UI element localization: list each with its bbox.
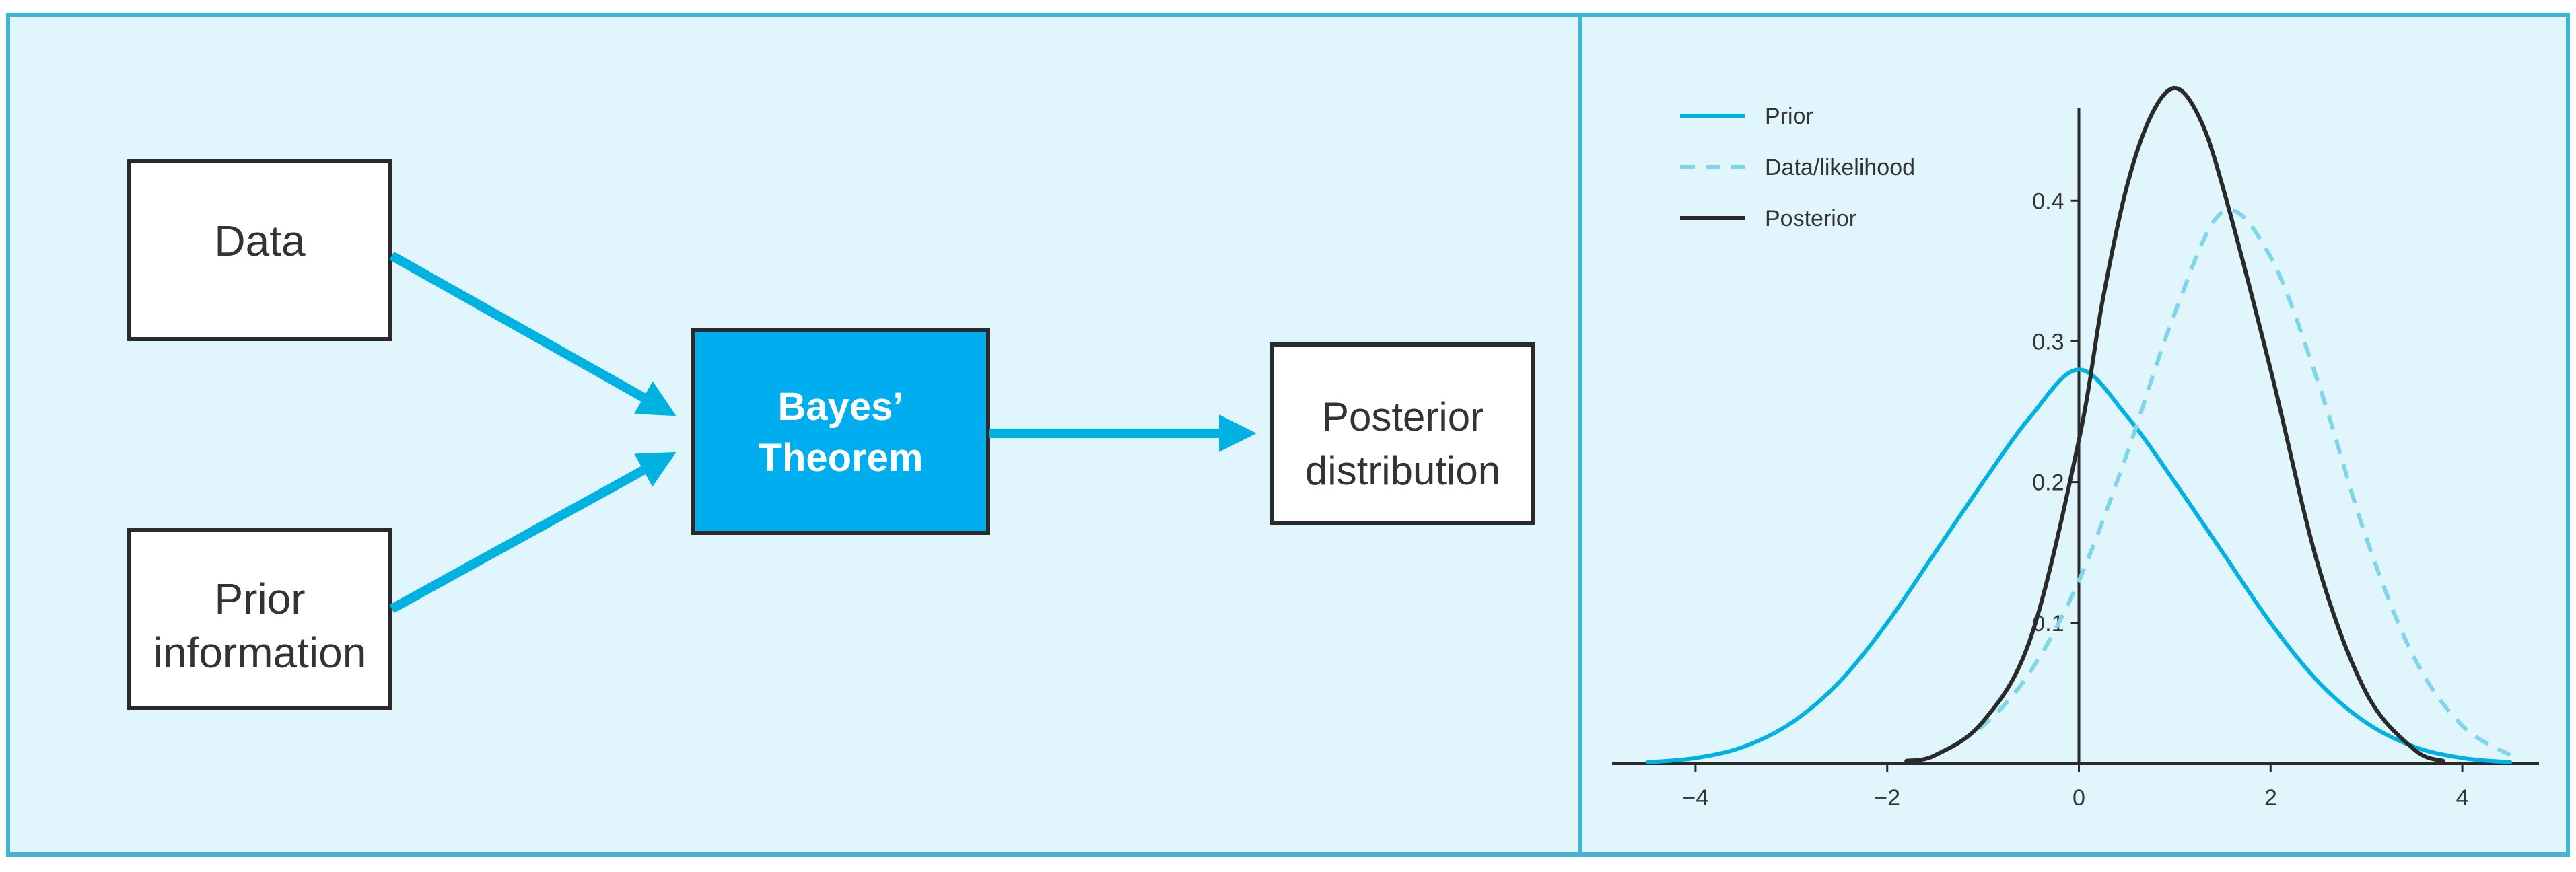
arrow-data-to-theorem — [389, 251, 676, 416]
y-tick-label: 0.2 — [2032, 470, 2064, 496]
flow-diagram-panel: Data Prior information Bayes’ Theorem Post… — [6, 13, 1582, 857]
bayes-theorem-box-label: Bayes’ Theorem — [759, 385, 924, 480]
likelihood-curve — [1934, 208, 2511, 758]
label-line: information — [153, 628, 367, 677]
data-box — [127, 159, 392, 341]
y-tick-label: 0.4 — [2032, 188, 2064, 214]
prior-curve — [1645, 367, 2513, 764]
label-line: distribution — [1305, 448, 1500, 493]
x-tick-label: 0 — [2073, 785, 2085, 811]
data-box-label: Data — [214, 217, 306, 265]
prior-information-box-label: Prior information — [153, 575, 367, 677]
prior-information-box — [127, 528, 392, 710]
x-tick-label: 4 — [2456, 785, 2469, 811]
x-tick-label: −4 — [1683, 785, 1709, 811]
label-line: Posterior — [1322, 394, 1484, 439]
legend-label: Prior — [1765, 104, 1813, 129]
label-line: Bayes’ — [777, 385, 903, 429]
label-line: Data — [214, 217, 306, 265]
legend-label: Data/likelihood — [1765, 155, 1915, 180]
posterior-distribution-box-label: Posterior distribution — [1305, 394, 1500, 493]
legend-label: Posterior — [1765, 206, 1856, 231]
label-line: Theorem — [759, 436, 924, 480]
y-tick-label: 0.3 — [2032, 329, 2064, 355]
posterior-distribution-box — [1270, 342, 1535, 525]
posterior-curve — [1904, 85, 2445, 763]
x-tick-label: 2 — [2264, 785, 2277, 811]
label-line: Prior — [214, 575, 305, 623]
x-tick-label: −2 — [1874, 785, 1900, 811]
bayes-theorem-box — [691, 328, 990, 535]
chart-panel-background — [1578, 13, 2570, 857]
arrow-prior-to-theorem — [389, 451, 676, 614]
